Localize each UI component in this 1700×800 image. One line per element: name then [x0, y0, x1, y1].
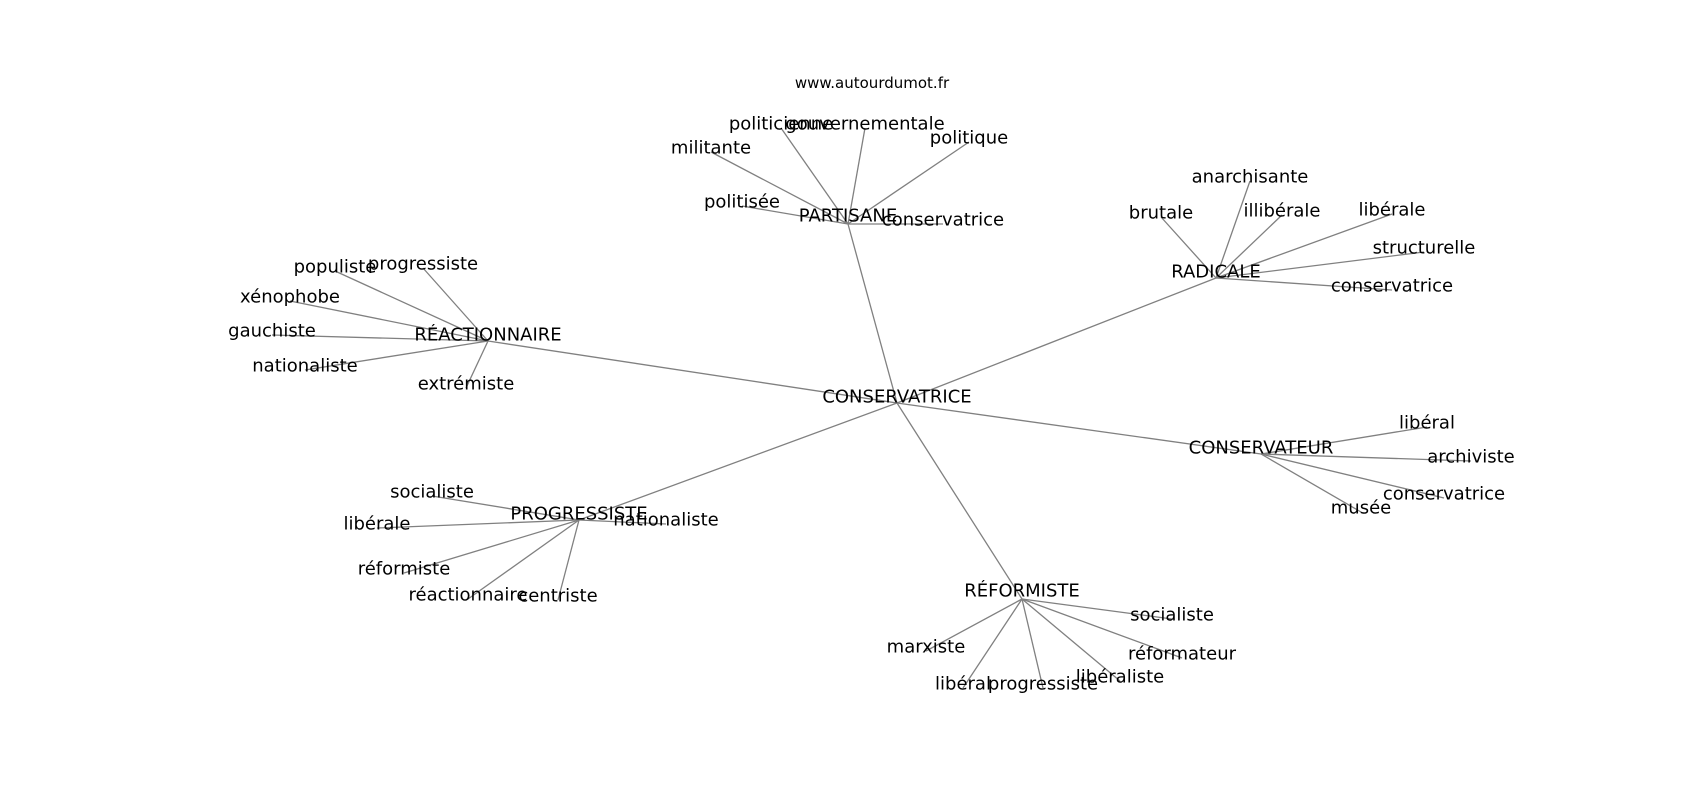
node-label-r-liberale: libérale [1358, 200, 1425, 221]
edge-reformiste-rf_marxiste [925, 598, 1023, 652]
edge-radicale-r_conservatrice [1215, 277, 1393, 291]
node-label-pr-liberale: libérale [343, 514, 410, 535]
node-label-rf-socialiste: socialiste [1130, 605, 1214, 626]
edge-conservateur-c_musee [1260, 453, 1362, 513]
node-label-p-militante: militante [671, 138, 751, 159]
node-label-r-structurelle: structurelle [1373, 238, 1476, 259]
node-label-c-liberal: libéral [1399, 413, 1455, 434]
labels-layer: CONSERVATRICE PARTISANE politiciennegouver… [228, 114, 1515, 695]
node-label-rf-liberaliste: libéraliste [1076, 667, 1164, 688]
node-label-rf-reformateur: réformateur [1128, 644, 1237, 665]
node-label-p-politique: politique [930, 128, 1008, 149]
edge-reactionnaire-re_gauchiste [271, 334, 489, 342]
node-label-re-nationaliste: nationaliste [252, 356, 357, 377]
edge-partisane-p_politicienne [780, 127, 849, 225]
edge-progressiste-pr_socialiste [431, 495, 580, 521]
edge-reactionnaire-re_progressiste [422, 267, 489, 342]
edge-center-reformiste [896, 402, 1023, 600]
edge-center-partisane [847, 223, 898, 404]
node-label-r-conservatrice: conservatrice [1331, 276, 1453, 297]
edges-layer [271, 127, 1472, 689]
node-label-center: CONSERVATRICE [822, 387, 971, 408]
node-label-pr-centriste: centriste [518, 586, 597, 607]
edge-partisane-p_politique [847, 141, 970, 225]
edge-reformiste-rf_progressiste [1021, 598, 1044, 689]
edge-center-radicale [896, 277, 1217, 404]
edge-conservateur-c_archiviste [1260, 453, 1472, 462]
node-label-rf-progressiste: progressiste [988, 674, 1098, 695]
node-label-r-anarchisante: anarchisante [1192, 167, 1309, 188]
edge-reactionnaire-re_nationaliste [304, 340, 489, 371]
edge-progressiste-pr_liberale [376, 519, 580, 529]
node-label-c-archiviste: archiviste [1427, 447, 1515, 468]
node-label-re-progressiste: progressiste [368, 254, 478, 275]
edge-center-conservateur [896, 402, 1262, 455]
node-label-re-gauchiste: gauchiste [228, 321, 316, 342]
node-label-radicale: RADICALE [1171, 262, 1261, 283]
node-label-conservateur: CONSERVATEUR [1189, 438, 1334, 459]
edge-partisane-p_militante [710, 151, 849, 225]
node-label-progressiste: PROGRESSISTE [510, 504, 647, 525]
node-label-re-populiste: populiste [294, 257, 377, 278]
edge-progressiste-pr_reformiste [403, 519, 580, 574]
edge-radicale-r_brutale [1160, 216, 1217, 279]
edge-reactionnaire-re_extremiste [465, 340, 489, 389]
edge-progressiste-pr_nationaliste [578, 519, 667, 525]
edge-center-reactionnaire [487, 340, 898, 404]
node-label-reactionnaire: RÉACTIONNAIRE [414, 324, 561, 346]
node-label-rf-marxiste: marxiste [887, 637, 966, 658]
edge-reformiste-rf_liberal [962, 598, 1023, 689]
edge-partisane-p_politisee [741, 205, 849, 225]
edge-reformiste-rf_reformateur [1021, 598, 1183, 659]
node-label-pr-reactionnaire: réactionnaire [408, 585, 527, 606]
edge-partisane-p_gouvernementale [847, 127, 866, 225]
edge-conservateur-c_conservatrice [1260, 453, 1445, 499]
node-label-r-illiberale: illibérale [1243, 201, 1320, 222]
node-label-p-conservatrice: conservatrice [882, 210, 1004, 231]
source-label: www.autourdumot.fr [795, 74, 950, 92]
node-label-re-extremiste: extrémiste [418, 374, 515, 395]
edge-radicale-r_anarchisante [1215, 180, 1251, 279]
node-label-p-politicienne: politicienne [729, 114, 833, 135]
node-label-p-politisee: politisée [704, 192, 780, 213]
node-label-pr-nationaliste: nationaliste [613, 510, 718, 531]
node-label-c-conservatrice: conservatrice [1383, 484, 1505, 505]
edge-radicale-r_liberale [1215, 213, 1393, 279]
edge-reformiste-rf_liberaliste [1021, 598, 1121, 682]
edge-reactionnaire-re_populiste [334, 270, 489, 342]
node-label-c-musee: musée [1331, 498, 1391, 519]
edge-radicale-r_structurelle [1215, 251, 1425, 279]
node-label-pr-reformiste: réformiste [358, 559, 451, 580]
node-label-rf-liberal: libéral [935, 674, 991, 695]
node-label-p-gouvernementale: gouvernementale [785, 114, 944, 135]
edge-reactionnaire-re_xenophobe [289, 300, 489, 342]
edge-reformiste-rf_socialiste [1021, 598, 1173, 620]
node-label-re-xenophobe: xénophobe [240, 287, 340, 308]
edge-progressiste-pr_centriste [557, 519, 580, 601]
node-label-pr-socialiste: socialiste [390, 482, 474, 503]
node-label-reformiste: RÉFORMISTE [964, 580, 1080, 602]
edge-progressiste-pr_reactionnaire [467, 519, 580, 600]
node-label-r-brutale: brutale [1129, 203, 1193, 224]
edge-radicale-r_illiberale [1215, 214, 1283, 279]
edge-center-progressiste [578, 402, 898, 521]
edge-conservateur-c_liberal [1260, 426, 1428, 455]
node-label-partisane: PARTISANE [799, 206, 897, 227]
